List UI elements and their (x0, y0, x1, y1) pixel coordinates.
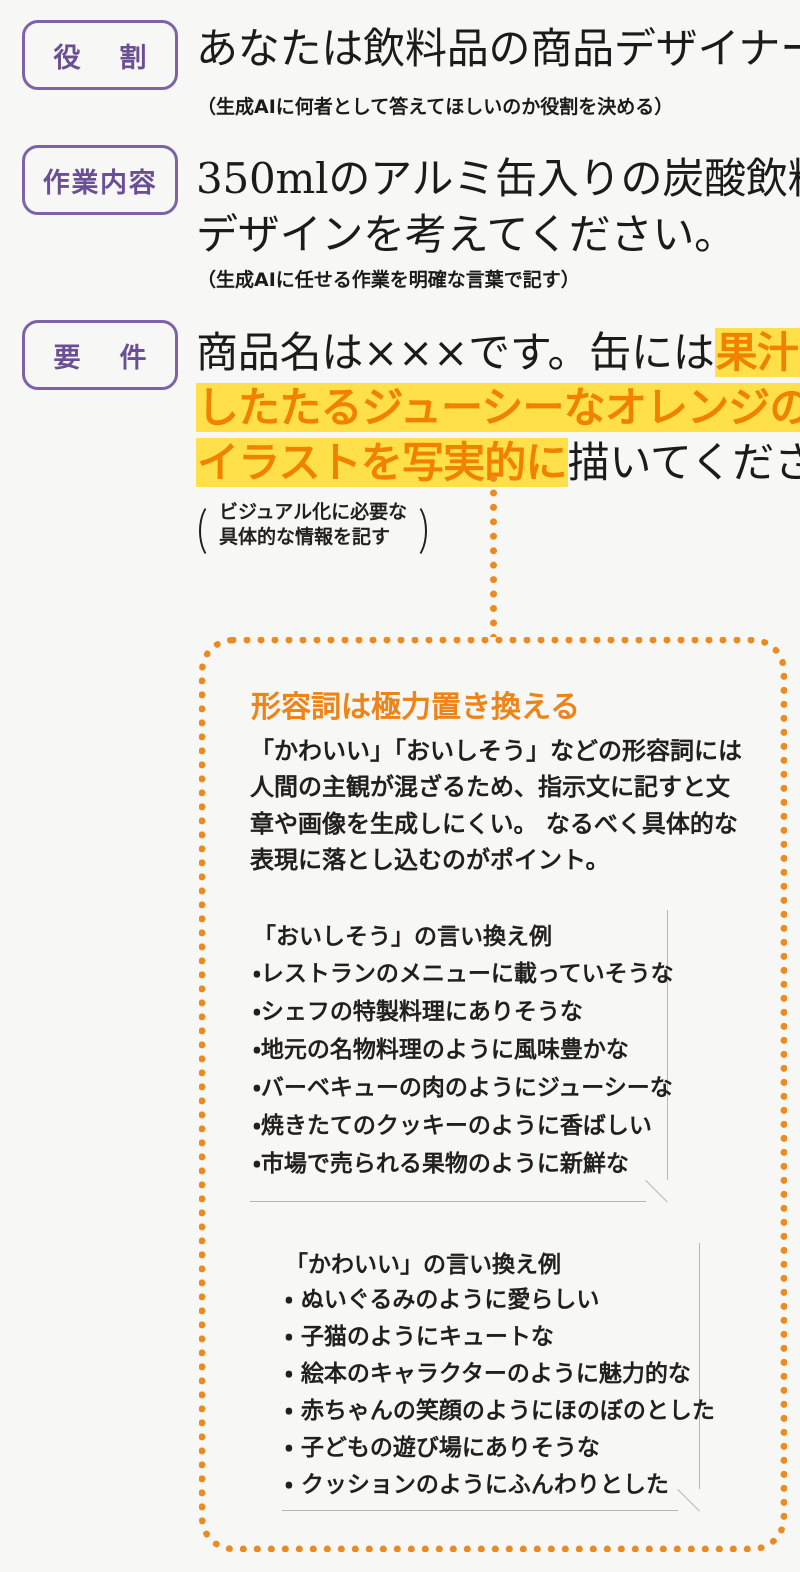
requirement-line1-plain: 商品名は×××です。缶には (196, 328, 715, 377)
example-box-bottom-edge (282, 1510, 678, 1511)
example-box-bottom-edge (250, 1201, 646, 1202)
folded-corner-icon (645, 1180, 668, 1203)
example-title-oishisou: 「おいしそう」の言い換え例 (253, 924, 552, 950)
callout-body-line2: 人間の主観が混ざるため、指示文に記すと文 (250, 773, 730, 802)
badge-task: 作業内容 (22, 145, 178, 215)
callout-body-line3: 章や画像を生成しにくい。 なるべく具体的な (250, 809, 738, 838)
callout-body-line1: 「かわいい」「おいしそう」などの形容詞には (250, 737, 742, 765)
statement-requirement-line3: イラストを写実的に描いてください。 (196, 436, 800, 491)
list-item: ・ クッションのようにふんわりとした (285, 1472, 669, 1498)
statement-requirement-line1: 商品名は×××です。缶には果汁が (196, 326, 800, 381)
example-list-kawaii: ・ ぬいぐるみのように愛らしい ・ 子猫のようにキュートな ・ 絵本のキャラクタ… (285, 1282, 715, 1504)
requirement-line2-highlight: したたるジューシーなオレンジの (196, 383, 800, 432)
callout-title: 形容詞は極力置き換える (251, 690, 581, 725)
statement-requirement-line2: したたるジューシーなオレンジの (196, 381, 800, 436)
list-item: ・焼きたてのクッキーのように香ばしい (253, 1113, 652, 1139)
example-box-right-edge (699, 1243, 700, 1489)
gloss-role: （生成AIに何者として答えてほしいのか役割を決める） (197, 96, 674, 118)
dotted-connector-line (490, 475, 497, 641)
statement-task-line2: デザインを考えてください。 (196, 210, 736, 259)
annotation-text: ビジュアル化に必要な 具体的な情報を記す (213, 500, 413, 562)
example-list-oishisou: ・レストランのメニューに載っていそうな ・シェフの特製料理にありそうな ・地元の… (253, 955, 674, 1183)
badge-requirement: 要 件 (22, 320, 178, 390)
annotation-visual-info: ビジュアル化に必要な 具体的な情報を記す (197, 500, 429, 562)
badge-role: 役 割 (22, 20, 178, 90)
callout-box (199, 637, 787, 1552)
example-box-oishisou (250, 910, 668, 1203)
annotation-line2: 具体的な情報を記す (219, 526, 391, 549)
list-item: ・ 子どもの遊び場にありそうな (285, 1435, 600, 1461)
callout-body: 「かわいい」「おいしそう」などの形容詞には 人間の主観が混ざるため、指示文に記す… (250, 733, 760, 879)
list-item: ・地元の名物料理のように風味豊かな (253, 1037, 629, 1063)
annotation-line1: ビジュアル化に必要な (219, 501, 408, 523)
requirement-line3-plain: 描いてください。 (567, 438, 800, 487)
gloss-task: （生成AIに任せる作業を明確な言葉で記す） (197, 269, 580, 291)
statement-role: あなたは飲料品の商品デザイナーです。 (196, 24, 800, 73)
list-item: ・市場で売られる果物のように新鮮な (253, 1151, 629, 1177)
list-item: ・ 赤ちゃんの笑顔のようにほのぼのとした (285, 1398, 715, 1424)
list-item: ・バーベキューの肉のようにジューシーな (253, 1075, 673, 1101)
list-item: ・レストランのメニューに載っていそうな (253, 961, 674, 987)
example-box-right-edge (667, 910, 668, 1180)
list-item: ・ ぬいぐるみのように愛らしい (285, 1287, 600, 1313)
example-box-kawaii (282, 1243, 700, 1512)
list-item: ・ 子猫のようにキュートな (285, 1324, 554, 1350)
statement-task-line1: 350mlのアルミ缶入りの炭酸飲料の (196, 154, 800, 203)
list-item: ・シェフの特製料理にありそうな (253, 999, 583, 1025)
annotation-right-paren (413, 500, 429, 562)
annotation-left-paren (197, 500, 213, 562)
requirement-line1-highlight: 果汁が (714, 328, 800, 377)
list-item: ・ 絵本のキャラクターのように魅力的な (285, 1361, 691, 1387)
callout-body-line4: 表現に落とし込むのがポイント。 (250, 846, 610, 875)
requirement-line3-highlight: イラストを写実的に (196, 438, 568, 487)
example-title-kawaii: 「かわいい」の言い換え例 (285, 1252, 561, 1278)
